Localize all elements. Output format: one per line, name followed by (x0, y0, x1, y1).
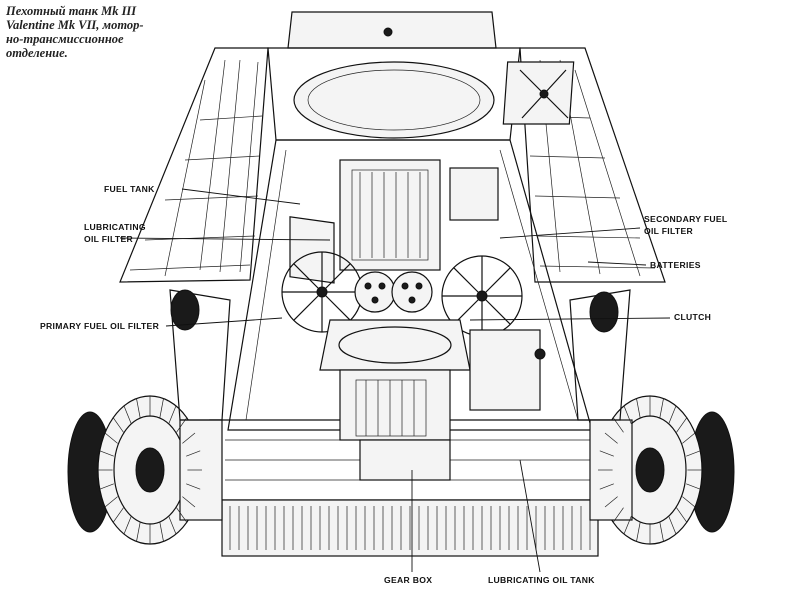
clutch-gearbox (319, 319, 546, 481)
figure-caption: Пехотный танк Mk III Valentine Mk VII, м… (6, 4, 176, 60)
label-lubricating-oil-filter-line1: LUBRICATING (84, 222, 146, 232)
label-gear-box: GEAR BOX (384, 575, 432, 585)
right-track-guard (502, 47, 666, 283)
label-lubricating-oil-tank: LUBRICATING OIL TANK (488, 575, 595, 585)
label-secondary-fuel-oil-filter-line1: SECONDARY FUEL (644, 214, 727, 224)
label-lubricating-oil-filter-line2: OIL FILTER (84, 234, 133, 244)
label-secondary-fuel-oil-filter-line2: OIL FILTER (644, 226, 693, 236)
rear-grille (221, 499, 599, 557)
caption-line-1: Пехотный танк Mk III (6, 4, 137, 18)
label-batteries: BATTERIES (650, 260, 701, 270)
leader-lines (119, 188, 671, 573)
hatch-cross (502, 61, 575, 125)
caption-line-4: отделение. (6, 46, 68, 60)
engine-block (289, 159, 499, 284)
left-sprocket (67, 289, 231, 545)
left-track-guard (119, 47, 269, 283)
label-fuel-tank: FUEL TANK (104, 184, 155, 194)
label-clutch: CLUTCH (674, 312, 711, 322)
cooling-fans (281, 251, 523, 337)
caption-line-3: но-трансмиссионное (6, 32, 124, 46)
turret-ring (267, 11, 521, 141)
caption-line-2: Valentine Mk VII, мотор- (6, 18, 144, 32)
label-primary-fuel-oil-filter: PRIMARY FUEL OIL FILTER (40, 321, 160, 331)
right-sprocket (569, 289, 735, 545)
